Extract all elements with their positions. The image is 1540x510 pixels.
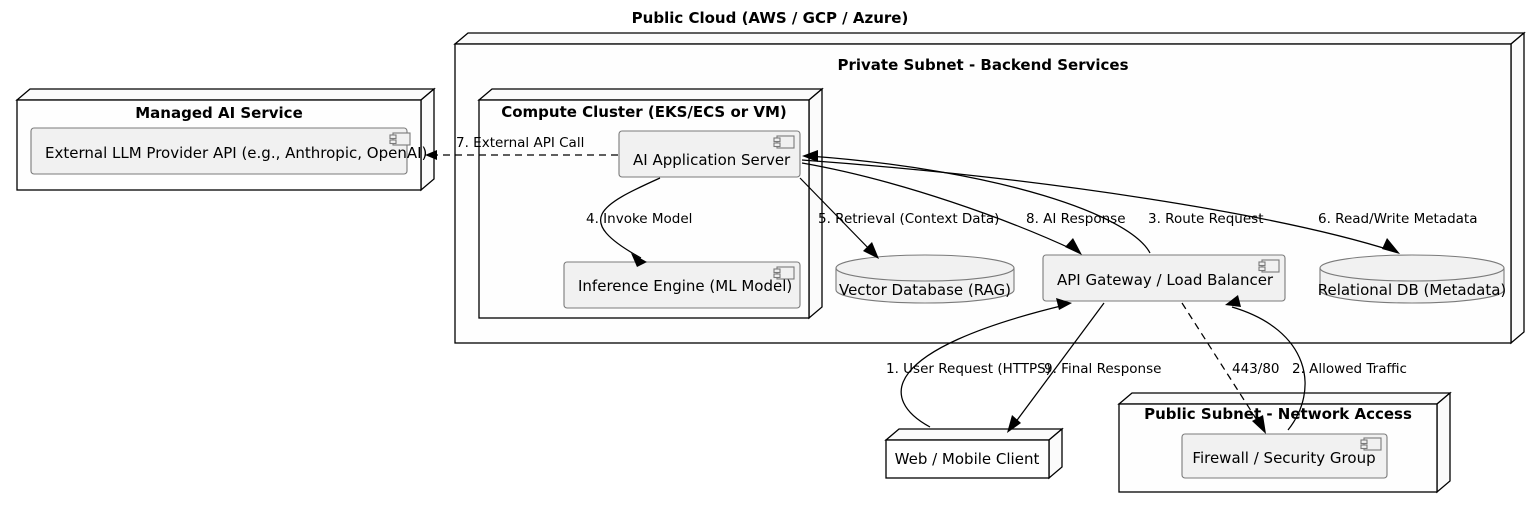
api-gateway-body (1042, 254, 1286, 302)
edge-ai-response: 8. AI Response (801, 162, 1126, 255)
private-subnet-side-bevel (1510, 31, 1525, 345)
edge-3-label: 3. Route Request (1148, 211, 1264, 227)
edge-external-api-call: 7. External API Call (425, 135, 618, 160)
firewall-body (1181, 433, 1388, 479)
edge-5-label: 5. Retrieval (Context Data) (818, 211, 999, 227)
web-client-face (885, 439, 1050, 479)
node-web-mobile-client[interactable]: Web / Mobile Client (884, 427, 1064, 480)
component-inference-engine[interactable]: Inference Engine (ML Model) (563, 261, 801, 309)
inference-engine-label: Inference Engine (ML Model) (578, 277, 792, 295)
database-relational-db[interactable]: Relational DB (Metadata) (1318, 254, 1507, 304)
edge-2-line (1231, 306, 1306, 431)
edge-8-line (801, 162, 1077, 252)
component-external-llm-provider[interactable]: External LLM Provider API (e.g., Anthrop… (30, 127, 427, 175)
relational-db-label: Relational DB (Metadata) (1318, 281, 1507, 299)
edge-3-line (808, 155, 1151, 254)
edge-3-arrowhead (802, 150, 818, 162)
edge-9-label: 9. Final Response (1044, 361, 1161, 377)
api-gateway-label: API Gateway / Load Balancer (1057, 271, 1274, 289)
edge-6-label: 6. Read/Write Metadata (1318, 211, 1478, 227)
component-icon (773, 266, 795, 280)
edge-1-line (900, 304, 1066, 428)
edge-8-arrowhead (1065, 238, 1082, 255)
managed-ai-top-bevel (15, 88, 436, 101)
edge-user-request: 1. User Request (HTTPS) (886, 298, 1072, 428)
public-subnet-side-bevel (1436, 391, 1451, 494)
edge-6-line (801, 159, 1394, 252)
vector-db-top (835, 254, 1015, 282)
edge-4-arrowhead (631, 253, 647, 267)
component-api-gateway[interactable]: API Gateway / Load Balancer (1042, 254, 1286, 302)
edge-retrieval: 5. Retrieval (Context Data) (799, 177, 999, 259)
vector-db-label: Vector Database (RAG) (839, 281, 1011, 299)
edge-allowed-traffic: 2. Allowed Traffic (1225, 295, 1407, 431)
web-client-label: Web / Mobile Client (895, 450, 1040, 468)
component-icon (389, 132, 411, 146)
private-subnet-label: Private Subnet - Backend Services (837, 56, 1128, 74)
relational-db-top (1319, 254, 1505, 282)
component-firewall[interactable]: Firewall / Security Group (1181, 433, 1388, 479)
edge-5-line (799, 177, 875, 255)
edge-10-line (1181, 302, 1263, 429)
edge-8-label: 8. AI Response (1026, 211, 1126, 227)
edge-10-arrowhead (1252, 415, 1266, 434)
compute-cluster-side-bevel (808, 87, 823, 320)
edge-1-label: 1. User Request (HTTPS) (886, 361, 1051, 377)
firewall-label: Firewall / Security Group (1192, 449, 1375, 467)
edge-invoke-model: 4. Invoke Model (586, 177, 692, 267)
edge-9-arrowhead (1007, 415, 1021, 433)
edge-2-arrowhead (1225, 295, 1241, 307)
component-ai-application-server[interactable]: AI Application Server (618, 130, 801, 178)
edge-ports: 443/80 (1181, 302, 1280, 434)
component-icon (773, 135, 795, 149)
edge-7-arrowhead (425, 150, 437, 160)
edge-4-line (599, 177, 661, 259)
external-llm-body (30, 127, 408, 175)
edge-10-label: 443/80 (1232, 361, 1280, 377)
edge-7-label: 7. External API Call (456, 135, 584, 151)
edge-2-label: 2. Allowed Traffic (1292, 361, 1407, 377)
managed-ai-side-bevel (420, 87, 435, 192)
database-vector-database[interactable]: Vector Database (RAG) (835, 254, 1015, 304)
public-subnet-top-bevel (1117, 392, 1452, 405)
edge-1-arrowhead (1056, 298, 1072, 310)
component-icon (1360, 437, 1382, 451)
ai-app-server-body (618, 130, 801, 178)
web-client-top-bevel (884, 428, 1064, 441)
diagram-title: Public Cloud (AWS / GCP / Azure) (632, 9, 909, 27)
edge-final-response: 9. Final Response (1007, 302, 1161, 433)
edge-route-request: 3. Route Request (802, 150, 1264, 254)
public-subnet-label: Public Subnet - Network Access (1144, 405, 1412, 423)
edge-4-label: 4. Invoke Model (586, 211, 692, 227)
edge-read-write-metadata: 6. Read/Write Metadata (801, 159, 1478, 254)
edge-9-line (1011, 302, 1105, 428)
compute-cluster-label: Compute Cluster (EKS/ECS or VM) (501, 103, 787, 121)
external-llm-label: External LLM Provider API (e.g., Anthrop… (45, 144, 427, 162)
edge-6-arrowhead (1382, 238, 1400, 254)
private-subnet-top-bevel (453, 32, 1526, 45)
edge-5-arrowhead (863, 242, 879, 259)
inference-engine-body (563, 261, 801, 309)
managed-ai-label: Managed AI Service (135, 104, 303, 122)
ai-app-server-label: AI Application Server (633, 151, 791, 169)
component-icon (1258, 259, 1280, 273)
compute-cluster-top-bevel (477, 88, 824, 101)
